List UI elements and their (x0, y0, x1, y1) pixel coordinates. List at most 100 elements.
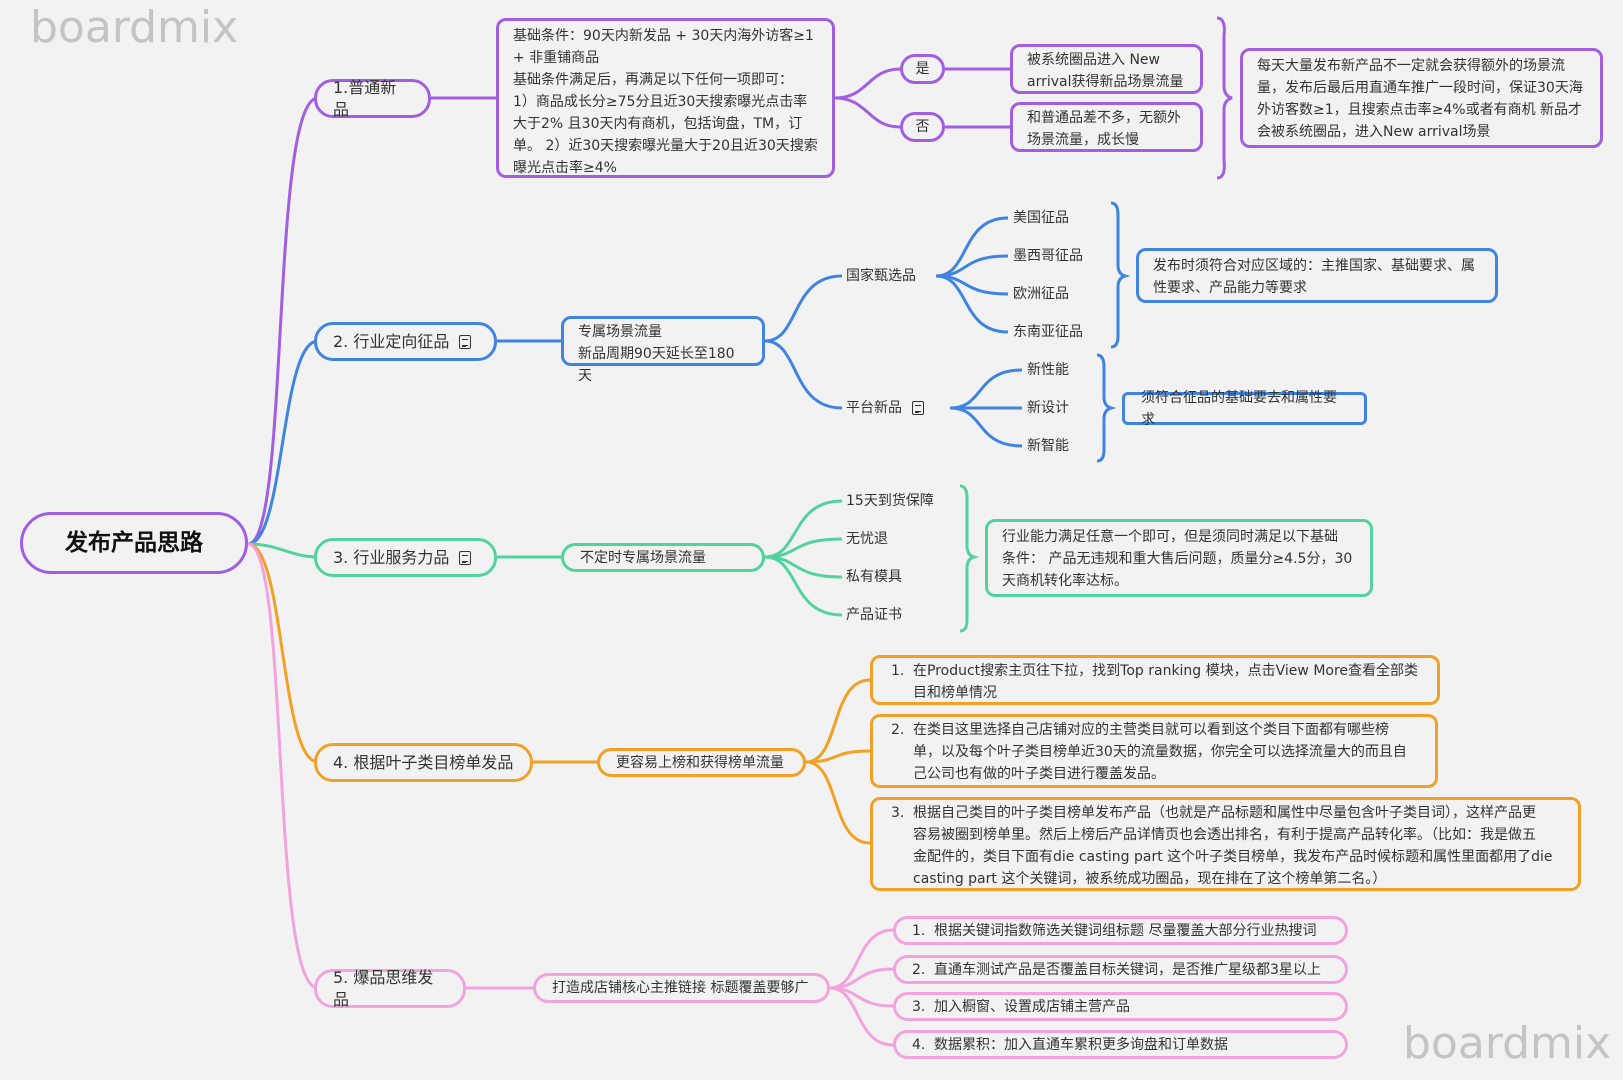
b1-no-label: 否 (915, 119, 930, 135)
b1-summary-line: 外访客数≥1，且搜索点击率≥4%或者有商机 新品才 (1257, 102, 1583, 118)
b1-conditions-box[interactable]: 基础条件：90天内新发品 + 30天内海外访客≥1 + 非重铺商品 基础条件满足… (496, 18, 835, 178)
b5-step-text: 根据关键词指数筛选关键词组标题 尽量覆盖大部分行业热搜词 (934, 922, 1317, 939)
b5-desc-text: 打造成店铺核心主推链接 标题覆盖要够广 (552, 980, 809, 996)
branch-1-title: 1.普通新品 (333, 77, 397, 119)
b4-step-line: 金配件的，类目下面有die casting part 这个叶子类目榜单，我发布产… (913, 849, 1553, 865)
document-icon[interactable] (912, 401, 924, 415)
b1-yes-label: 是 (915, 61, 930, 77)
b1-yes-result-box[interactable]: 被系统圈品进入 New arrival获得新品场景流量 (1010, 44, 1203, 94)
b4-step-line: 己公司也有做的叶子类目进行覆盖发品。 (913, 766, 1165, 782)
b1-cond-line: 单。 2）近30天搜索曝光量大于20且近30天搜索 (513, 138, 818, 154)
b4-step-line: 目和榜单情况 (913, 685, 997, 701)
b3-item[interactable]: 私有模具 (846, 569, 902, 585)
b2-desc-line: 新品周期90天延长至180天 (578, 346, 735, 384)
document-icon[interactable] (459, 550, 472, 565)
b2-country-item[interactable]: 墨西哥征品 (1013, 248, 1083, 264)
b4-step-number: 2. (891, 722, 905, 738)
b1-yes-result-line: arrival获得新品场景流量 (1027, 74, 1184, 90)
root-title: 发布产品思路 (65, 530, 203, 556)
b1-cond-line: 大于2% 且30天内有商机，包括询盘，TM，订 (513, 116, 803, 132)
b1-no-result-line: 和普通品差不多，无额外 (1027, 110, 1181, 126)
b2-country-note-line: 性要求、产品能力等要求 (1153, 280, 1307, 296)
b4-step-line: 在Product搜索主页往下拉，找到Top ranking 模块，点击View … (913, 663, 1419, 679)
b1-summary-line: 量，发布后最后用直通车推广一段时间，保证30天海 (1257, 80, 1583, 96)
b5-step-node[interactable]: 3. 加入橱窗、设置成店铺主营产品 (893, 992, 1348, 1021)
b1-cond-line: 1）商品成长分≥75分且近30天搜索曝光点击率 (513, 94, 808, 110)
b2-platform-note-text: 须符合征品的基础要去和属性要求 (1141, 389, 1337, 428)
branch-3-node[interactable]: 3. 行业服务力品 (314, 538, 497, 577)
b4-desc-text: 更容易上榜和获得榜单流量 (616, 754, 784, 771)
b5-step-number: 1. (912, 922, 926, 939)
b2-country-item[interactable]: 东南亚征品 (1013, 324, 1083, 340)
b1-no-result-line: 场景流量，成长慢 (1027, 132, 1139, 148)
b1-cond-line: + 非重铺商品 (513, 50, 600, 66)
b1-yes-node[interactable]: 是 (900, 54, 945, 84)
b4-step-number: 1. (891, 663, 905, 679)
root-node[interactable]: 发布产品思路 (20, 512, 248, 574)
b3-note-line: 天商机转化率达标。 (1002, 573, 1128, 589)
b2-country-label[interactable]: 国家甄选品 (846, 268, 916, 284)
b3-item[interactable]: 产品证书 (846, 607, 902, 623)
b3-note-line: 行业能力满足任意一个即可，但是须同时满足以下基础 (1002, 529, 1338, 545)
b2-platform-item[interactable]: 新性能 (1027, 362, 1069, 378)
b2-desc-line: 专属场景流量 (578, 324, 662, 340)
b5-step-number: 3. (912, 998, 926, 1015)
b5-step-text: 数据累积：加入直通车累积更多询盘和订单数据 (934, 1036, 1228, 1053)
b5-step-node[interactable]: 2. 直通车测试产品是否覆盖目标关键词，是否推广星级都3星以上 (893, 955, 1348, 984)
b4-step-line: 容易被圈到榜单里。然后上榜后产品详情页也会透出排名，有利于提高产品转化率。（比如… (913, 827, 1536, 843)
b1-yes-result-line: 被系统圈品进入 New (1027, 52, 1160, 68)
b2-platform-item[interactable]: 新智能 (1027, 438, 1069, 454)
b5-step-number: 4. (912, 1036, 926, 1053)
b5-step-node[interactable]: 4. 数据累积：加入直通车累积更多询盘和订单数据 (893, 1030, 1348, 1059)
b2-country-note-box[interactable]: 发布时须符合对应区域的：主推国家、基础要求、属 性要求、产品能力等要求 (1136, 248, 1498, 303)
b3-desc-text: 不定时专属场景流量 (580, 549, 706, 566)
b1-summary-line: 每天大量发布新产品不一定就会获得额外的场景流 (1257, 58, 1565, 74)
b4-desc-node[interactable]: 更容易上榜和获得榜单流量 (597, 748, 806, 777)
b1-summary-box[interactable]: 每天大量发布新产品不一定就会获得额外的场景流 量，发布后最后用直通车推广一段时间… (1240, 48, 1603, 148)
b3-note-line: 条件： 产品无违规和重大售后问题，质量分≥4.5分，30 (1002, 551, 1353, 567)
branch-2-title: 2. 行业定向征品 (333, 331, 450, 351)
b5-desc-node[interactable]: 打造成店铺核心主推链接 标题覆盖要够广 (533, 973, 830, 1003)
b2-country-item[interactable]: 美国征品 (1013, 210, 1069, 226)
b4-step-box[interactable]: 1. 在Product搜索主页往下拉，找到Top ranking 模块，点击Vi… (870, 655, 1440, 705)
b3-item[interactable]: 无忧退 (846, 531, 888, 547)
b4-step-number: 3. (891, 805, 905, 821)
b2-platform-item[interactable]: 新设计 (1027, 400, 1069, 416)
b4-step-line: 根据自己类目的叶子类目榜单发布产品（也就是产品标题和属性中尽量包含叶子类目词），… (913, 805, 1536, 821)
b1-cond-line: 基础条件：90天内新发品 + 30天内海外访客≥1 (513, 28, 814, 44)
b2-platform-node[interactable]: 平台新品 (846, 397, 924, 419)
b2-country-item[interactable]: 欧洲征品 (1013, 286, 1069, 302)
watermark-top-left: boardmix (30, 2, 239, 53)
branch-2-node[interactable]: 2. 行业定向征品 (314, 322, 497, 361)
branch-5-title: 5. 爆品思维发品 (333, 967, 434, 1009)
branch-3-title: 3. 行业服务力品 (333, 547, 450, 567)
b5-step-text: 直通车测试产品是否覆盖目标关键词，是否推广星级都3星以上 (934, 961, 1321, 978)
b1-cond-line: 曝光点击率≥4% (513, 160, 617, 176)
b4-step-line: 在类目这里选择自己店铺对应的主营类目就可以看到这个类目下面都有哪些榜 (913, 722, 1389, 738)
b1-cond-line: 基础条件满足后，再满足以下任何一项即可： (513, 72, 793, 88)
b5-step-number: 2. (912, 961, 926, 978)
b4-step-box[interactable]: 2. 在类目这里选择自己店铺对应的主营类目就可以看到这个类目下面都有哪些榜 单，… (870, 714, 1438, 788)
b5-step-text: 加入橱窗、设置成店铺主营产品 (934, 998, 1130, 1015)
branch-1-node[interactable]: 1.普通新品 (314, 77, 431, 119)
branch-4-node[interactable]: 4. 根据叶子类目榜单发品 (314, 743, 533, 782)
b1-no-result-box[interactable]: 和普通品差不多，无额外 场景流量，成长慢 (1010, 102, 1203, 152)
b1-summary-line: 会被系统圈品，进入New arrival场景 (1257, 124, 1491, 140)
branch-5-node[interactable]: 5. 爆品思维发品 (314, 967, 466, 1009)
b2-platform-label: 平台新品 (846, 400, 902, 416)
b3-desc-node[interactable]: 不定时专属场景流量 (561, 543, 765, 572)
b3-item[interactable]: 15天到货保障 (846, 493, 934, 509)
document-icon[interactable] (459, 334, 472, 349)
b3-note-box[interactable]: 行业能力满足任意一个即可，但是须同时满足以下基础 条件： 产品无违规和重大售后问… (985, 519, 1373, 597)
b4-step-box[interactable]: 3. 根据自己类目的叶子类目榜单发布产品（也就是产品标题和属性中尽量包含叶子类目… (870, 797, 1581, 891)
branch-4-title: 4. 根据叶子类目榜单发品 (333, 752, 514, 772)
watermark-bottom-right: boardmix (1403, 1018, 1612, 1069)
b4-step-line: casting part 这个关键词，被系统成功圈品，现在排在了这个榜单第二名。… (913, 871, 1387, 887)
b1-no-node[interactable]: 否 (900, 112, 945, 142)
b5-step-node[interactable]: 1. 根据关键词指数筛选关键词组标题 尽量覆盖大部分行业热搜词 (893, 916, 1348, 945)
b2-platform-note-box[interactable]: 须符合征品的基础要去和属性要求 (1122, 390, 1367, 428)
b2-country-note-line: 发布时须符合对应区域的：主推国家、基础要求、属 (1153, 258, 1475, 274)
b2-desc-box[interactable]: 专属场景流量 新品周期90天延长至180天 (561, 316, 765, 384)
b4-step-line: 单，以及每个叶子类目榜单近30天的流量数据，你完全可以选择流量大的而且自 (913, 744, 1407, 760)
